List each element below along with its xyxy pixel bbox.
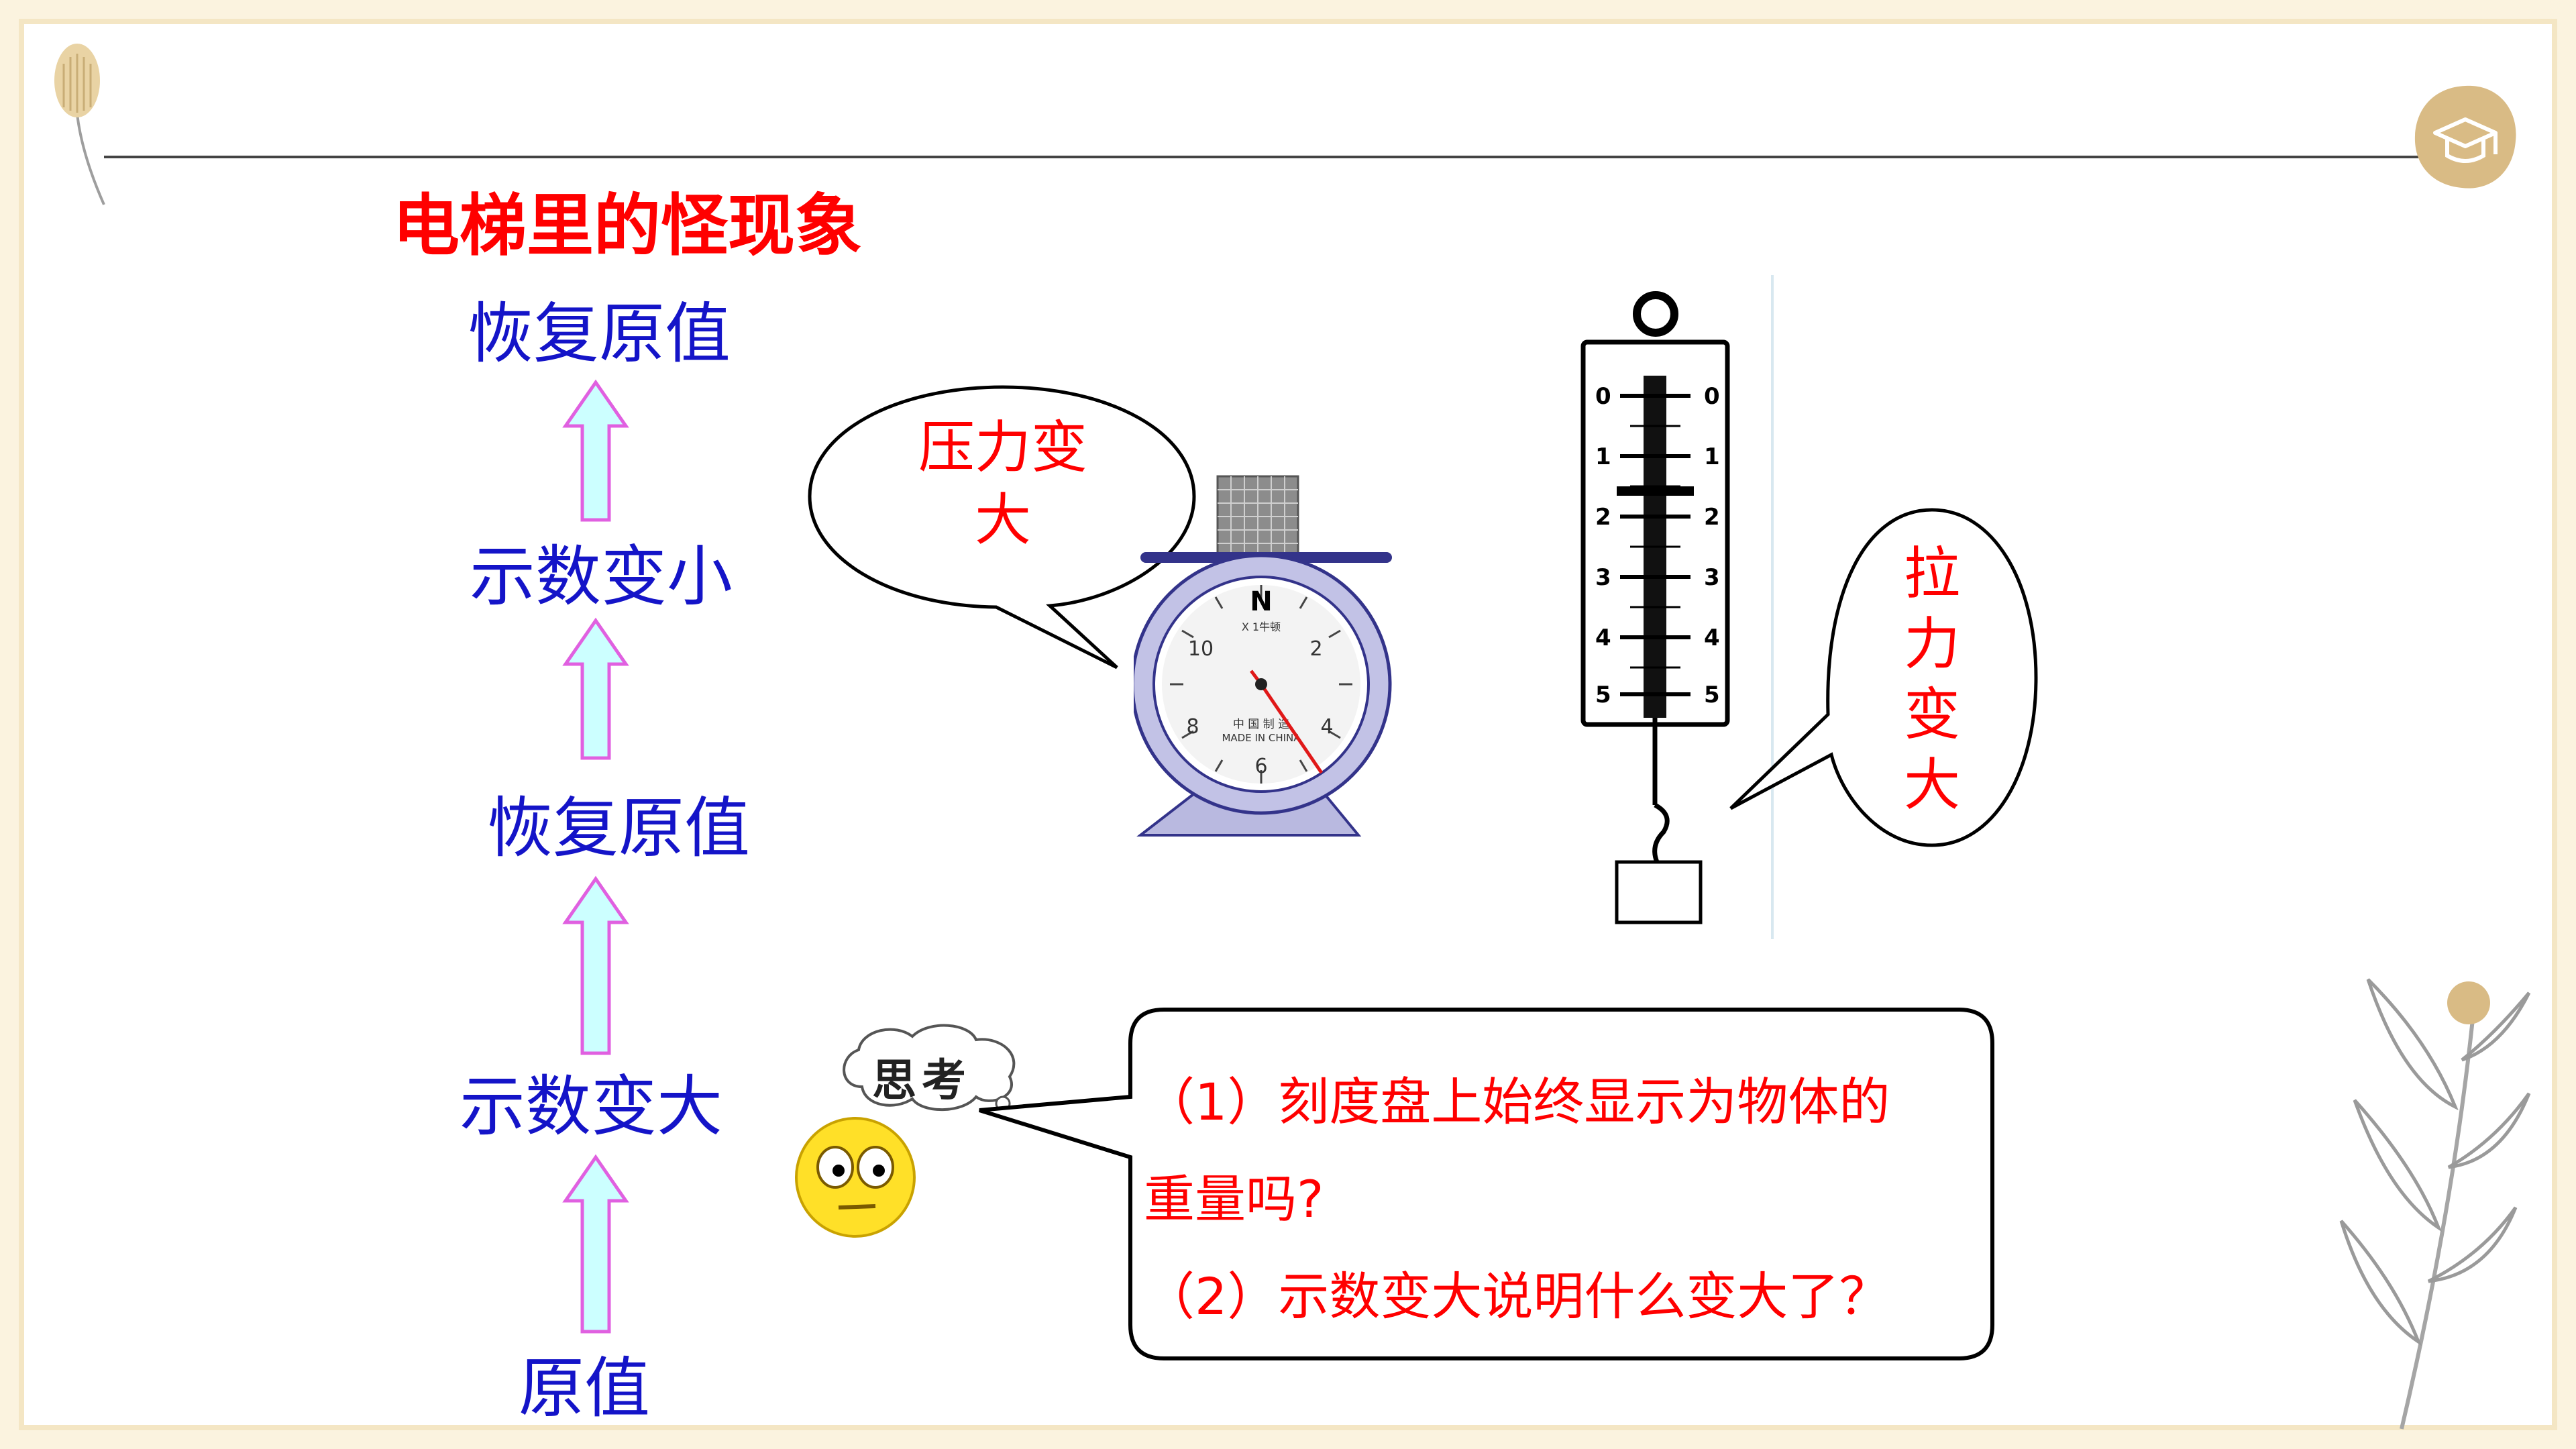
question-2: （2）示数变大说明什么变大了？: [1144, 1267, 1890, 1326]
pressure-bubble-line2: 大: [974, 487, 1031, 553]
step-label-reading-increase: 示数变大: [460, 1069, 723, 1145]
step-label-reading-decrease: 示数变小: [470, 539, 733, 615]
scale-mark: 4: [1704, 625, 1720, 651]
dial-number: 4: [1320, 715, 1333, 739]
spring-scale-illustration: 0 1 2 3 4 5 0 1 2 3 4 5: [1556, 275, 1778, 939]
tension-bubble-char: 变: [1903, 682, 1960, 747]
page-title: 电梯里的怪现象: [392, 186, 862, 265]
dial-number: 10: [1188, 637, 1214, 661]
scale-mark: 4: [1595, 625, 1611, 651]
step-label-restore-2: 恢复原值: [468, 296, 731, 372]
think-label: 思考: [872, 1055, 971, 1106]
wheat-flower-icon: [54, 44, 105, 205]
scale-mark: 5: [1595, 682, 1611, 708]
up-arrow-icon: [562, 379, 629, 522]
question-callout-box: [979, 1008, 1994, 1360]
step-label-original: 原值: [519, 1350, 651, 1427]
dial-made-label: MADE IN CHINA: [1222, 732, 1301, 744]
dial-scale-illustration: N X 1牛顿 10 2 8 4 6 中 国 制 造 MADE IN CHINA: [1134, 475, 1392, 837]
scale-mark: 3: [1595, 564, 1611, 591]
scale-mark: 0: [1595, 383, 1611, 410]
scale-mark: 1: [1595, 443, 1611, 470]
scale-mark: 1: [1704, 443, 1720, 470]
dial-made-label: 中 国 制 造: [1233, 718, 1289, 731]
scale-mark: 0: [1704, 383, 1720, 410]
scale-mark: 3: [1704, 564, 1720, 591]
leaf-branch-icon: [2339, 978, 2531, 1430]
pressure-bubble-line1: 压力变: [918, 415, 1087, 480]
pressure-speech-bubble: [808, 385, 1196, 669]
dial-number: 8: [1186, 715, 1199, 739]
dial-north-label: N: [1250, 586, 1272, 617]
thinking-face-icon: [795, 1117, 916, 1238]
graduation-cap-icon: [2414, 85, 2516, 189]
step-label-restore-1: 恢复原值: [487, 790, 751, 867]
dial-number: 2: [1309, 637, 1322, 661]
scale-mark: 2: [1595, 504, 1611, 531]
scale-mark: 5: [1704, 682, 1720, 708]
up-arrow-icon: [562, 875, 629, 1055]
tension-bubble-char: 大: [1903, 752, 1960, 818]
tension-speech-bubble: [1729, 508, 2038, 847]
dial-unit-label: X 1牛顿: [1242, 621, 1281, 633]
tension-bubble-char: 力: [1903, 611, 1960, 677]
up-arrow-icon: [562, 1154, 629, 1334]
up-arrow-icon: [562, 617, 629, 760]
dial-number: 6: [1254, 755, 1267, 778]
tension-bubble-char: 拉: [1903, 541, 1960, 606]
question-1-line2: 重量吗?: [1144, 1169, 1324, 1229]
question-1-line1: （1）刻度盘上始终显示为物体的: [1144, 1072, 1890, 1132]
header-divider: [104, 156, 2418, 158]
scale-mark: 2: [1704, 504, 1720, 531]
